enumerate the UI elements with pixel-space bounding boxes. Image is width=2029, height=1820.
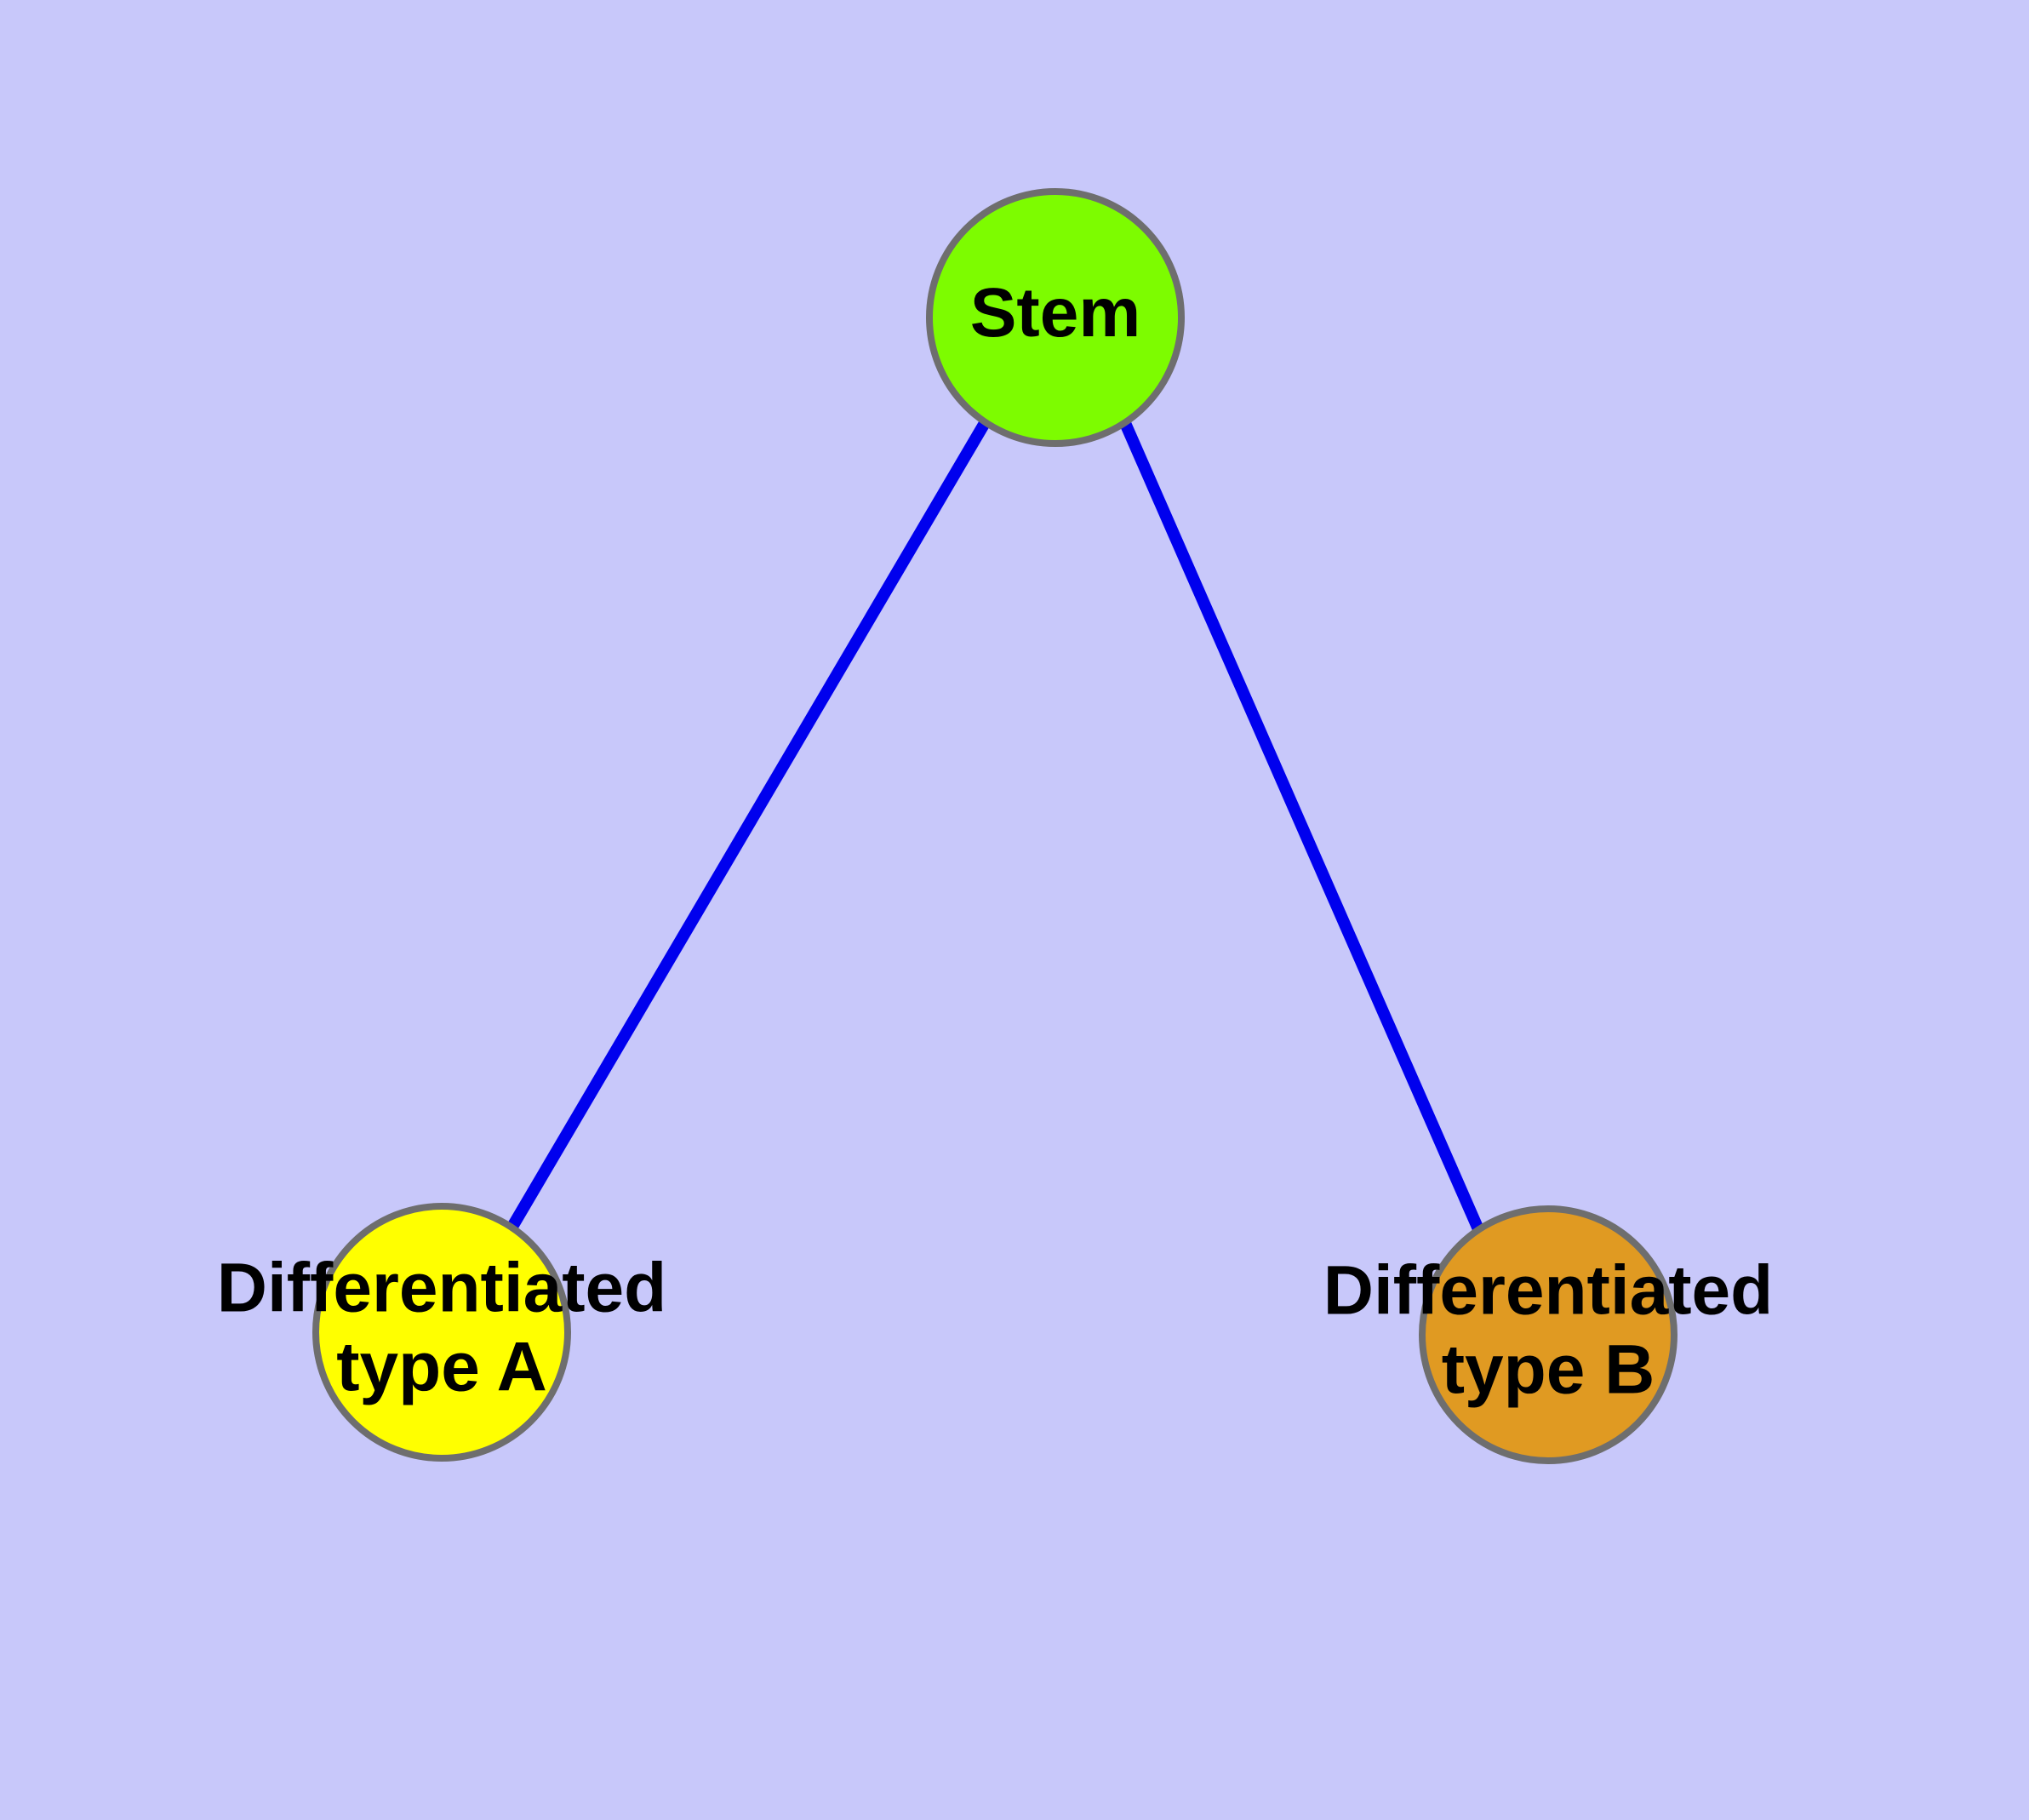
edge-stem-to-diff-b[interactable]: [1119, 421, 1484, 1232]
edges-layer: [506, 420, 1484, 1232]
nodes-layer: [312, 188, 1677, 1464]
node-label-line: type B: [1442, 1331, 1655, 1408]
node-circle-stem[interactable]: [926, 188, 1185, 447]
node-label-line: Differentiated: [1323, 1251, 1774, 1329]
node-circle-diff_a[interactable]: [312, 1203, 571, 1462]
node-label-line: type A: [336, 1328, 547, 1405]
node-label-line: Stem: [970, 274, 1141, 352]
node-label-stem: Stem: [970, 274, 1141, 352]
node-label-line: Differentiated: [217, 1249, 667, 1326]
node-circle-diff_b[interactable]: [1419, 1205, 1677, 1464]
edge-stem-to-diff-a[interactable]: [506, 420, 991, 1230]
